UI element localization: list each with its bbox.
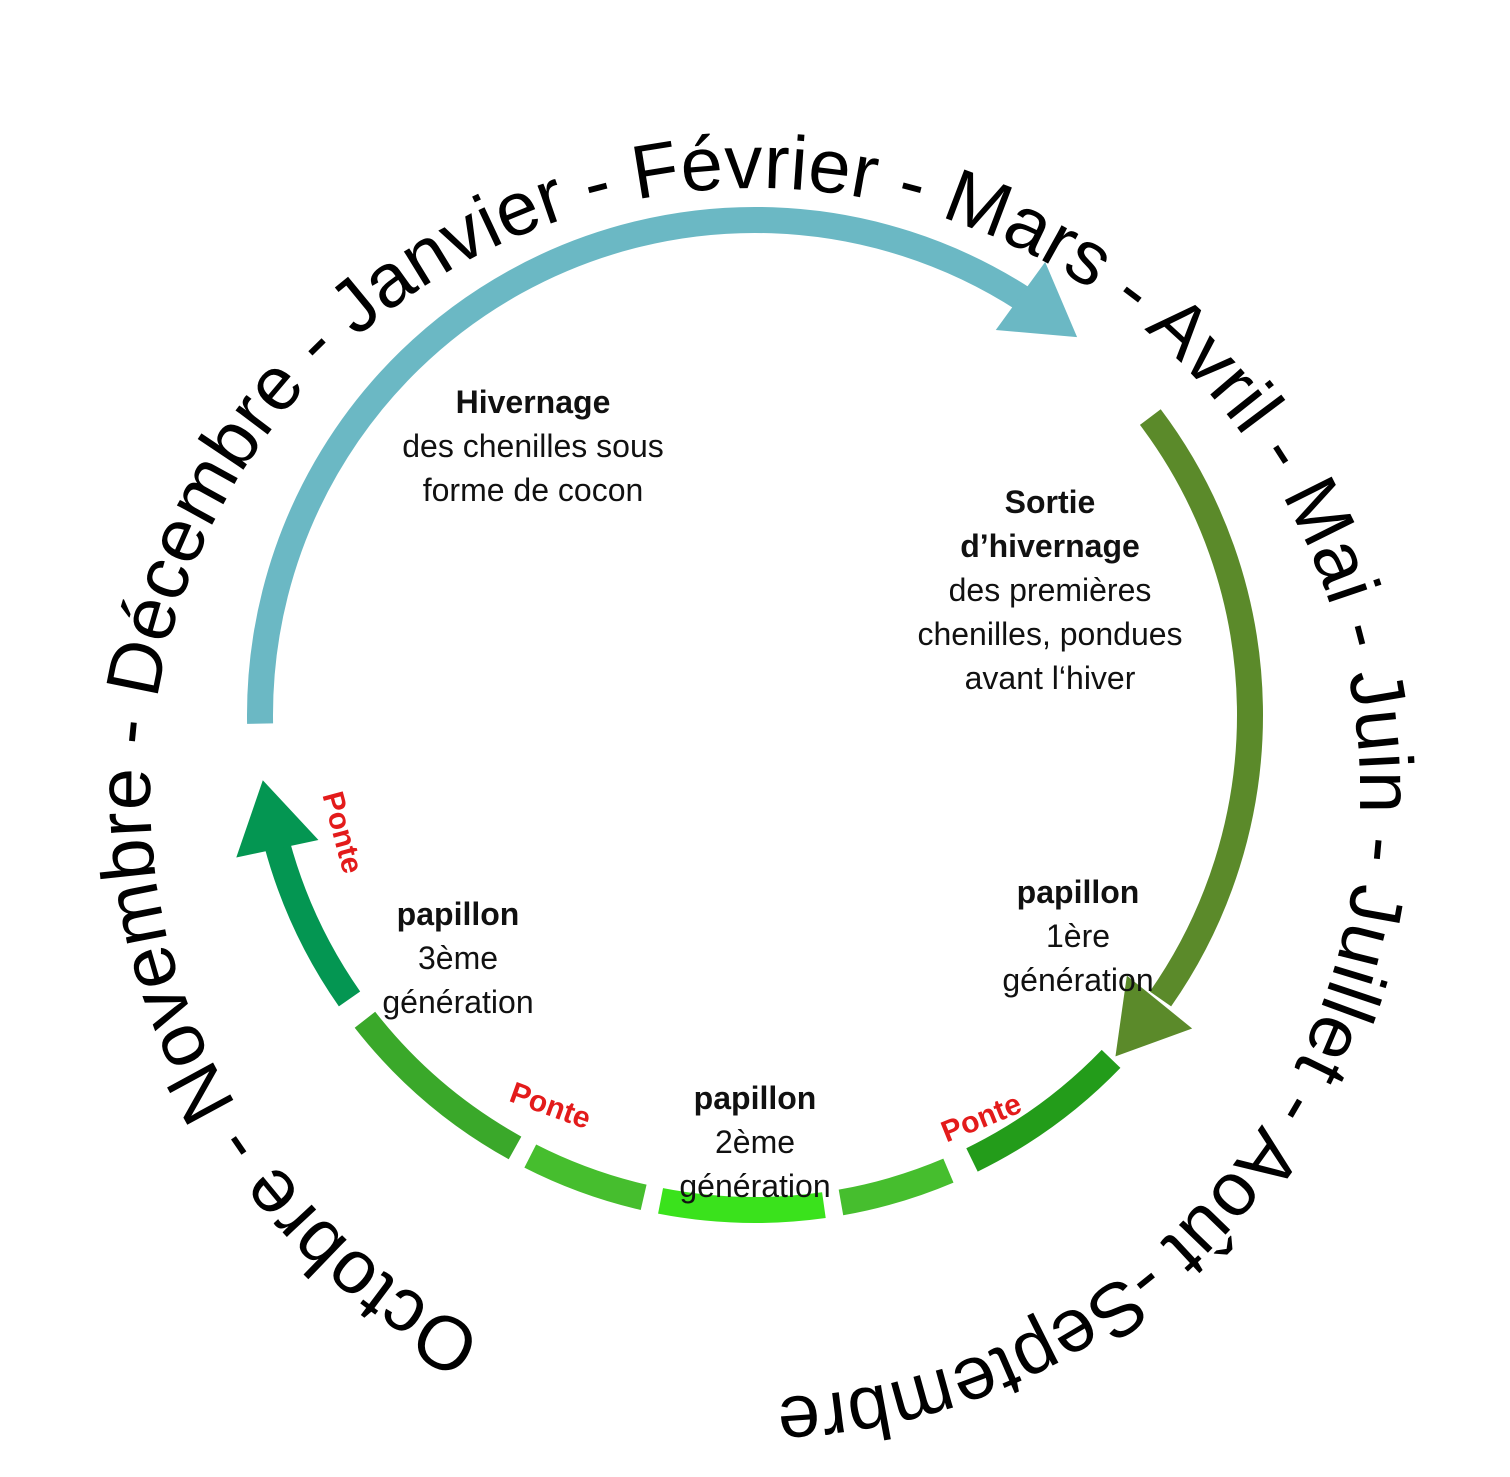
gen3-arc xyxy=(354,1011,522,1160)
ponte-arc-right xyxy=(838,1158,954,1216)
cycle-arcs xyxy=(236,207,1263,1223)
sortie-line-3: avant l‘hiver xyxy=(964,660,1136,696)
hivernage-title: Hivernage xyxy=(455,384,611,420)
gen2-note: papillon 2ème génération xyxy=(625,1076,885,1208)
gen3-note: papillon 3ème génération xyxy=(328,892,588,1024)
gen3-title: papillon xyxy=(396,896,520,932)
hivernage-note: Hivernage des chenilles sous forme de co… xyxy=(353,380,713,512)
ponte-label-left: Ponte xyxy=(315,788,368,877)
ponte-arc-left xyxy=(524,1144,647,1210)
gen3-line-2: génération xyxy=(382,984,534,1020)
gen1-note: papillon 1ère génération xyxy=(948,870,1208,1002)
hivernage-line-1: des chenilles sous xyxy=(402,428,664,464)
hivernage-line-2: forme de cocon xyxy=(422,472,644,508)
return-arrowhead xyxy=(236,780,319,858)
winter-arc xyxy=(247,207,1032,724)
gen1-title: papillon xyxy=(1016,874,1140,910)
sortie-title-2: d’hivernage xyxy=(960,528,1140,564)
gen1-line-2: génération xyxy=(1002,962,1154,998)
gen2-arc xyxy=(658,1188,826,1223)
spring-arrowhead xyxy=(1115,975,1193,1057)
return-arc xyxy=(264,839,361,1007)
spring-arc xyxy=(1139,409,1263,1007)
sortie-title-1: Sortie xyxy=(1004,484,1096,520)
sortie-note: Sortie d’hivernage des premières chenill… xyxy=(870,480,1230,700)
gen2-line-2: génération xyxy=(679,1168,831,1204)
winter-arrowhead xyxy=(995,262,1078,338)
gen2-title: papillon xyxy=(693,1080,817,1116)
gen1-line-1: 1ère xyxy=(1045,918,1111,954)
ponte-label-bottom-left: Ponte xyxy=(505,1076,595,1136)
gen3-line-1: 3ème xyxy=(417,940,499,976)
gen2-line-1: 2ème xyxy=(714,1124,796,1160)
sortie-line-2: chenilles, pondues xyxy=(917,616,1183,652)
gen1-arc xyxy=(966,1049,1121,1172)
sortie-line-1: des premières xyxy=(948,572,1152,608)
